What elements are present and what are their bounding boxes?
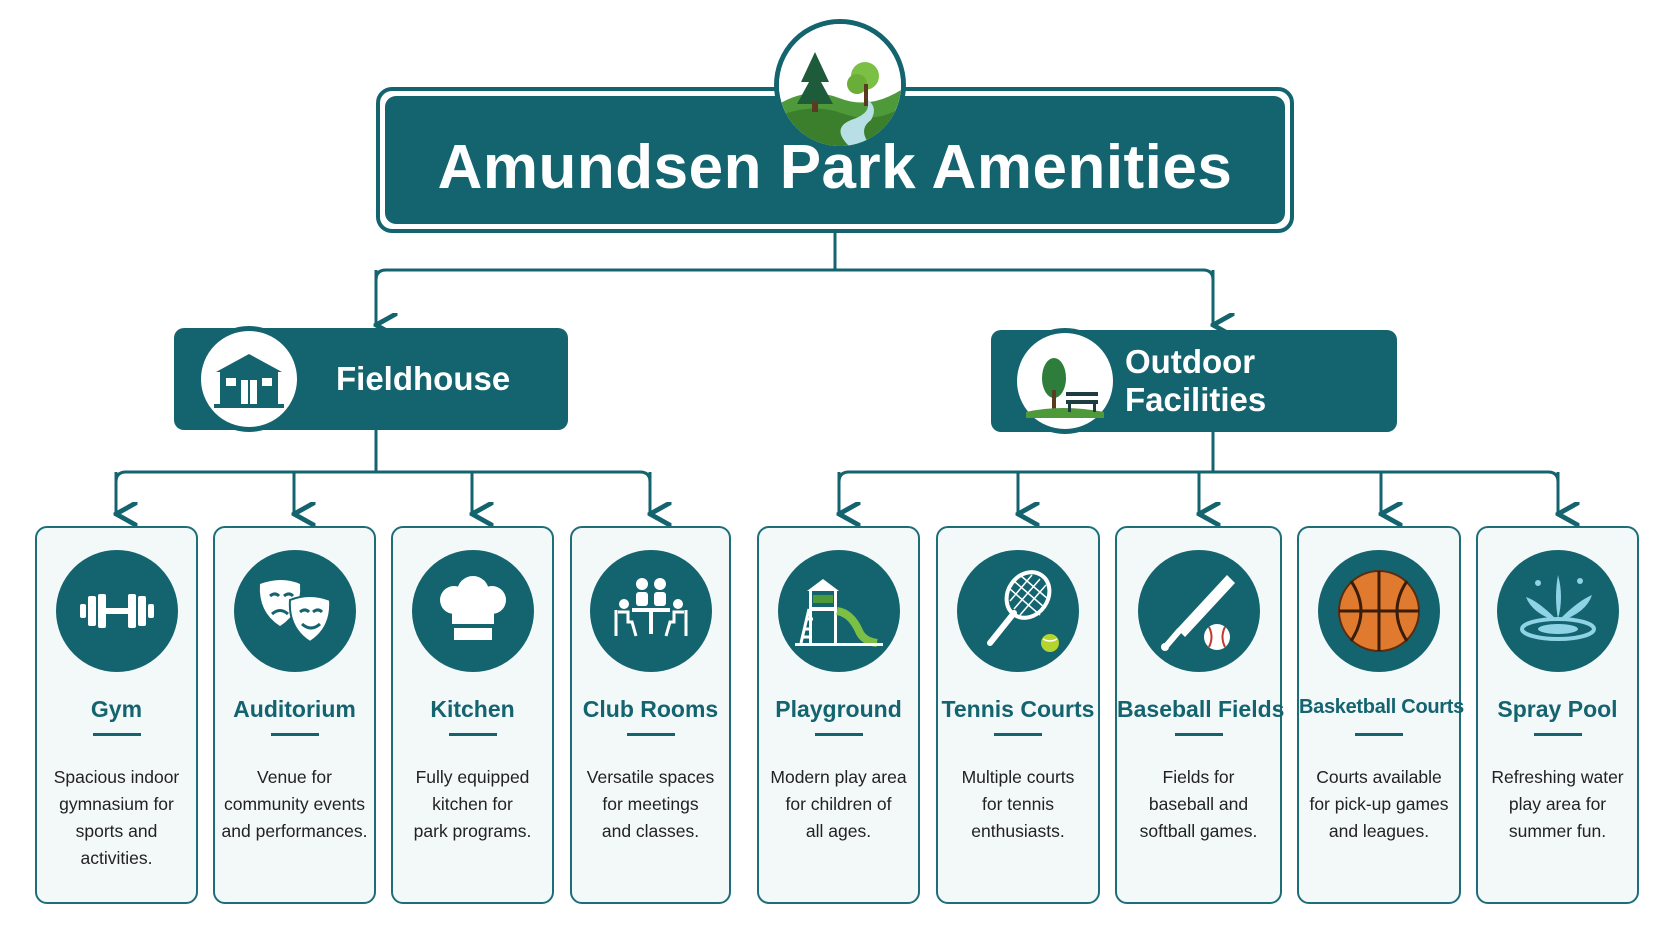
amenity-title: Baseball Fields bbox=[1117, 696, 1285, 722]
amenity-title: Basketball Courts bbox=[1299, 696, 1464, 718]
playground-slide-icon bbox=[777, 550, 900, 672]
title-underline bbox=[994, 733, 1042, 736]
amenity-title: Playground bbox=[775, 696, 902, 722]
title-underline bbox=[1174, 733, 1223, 736]
chef-hat-icon bbox=[411, 550, 534, 672]
dumbbell-icon bbox=[55, 550, 178, 672]
title-underline bbox=[1533, 733, 1582, 736]
water-splash-icon bbox=[1496, 550, 1619, 672]
tree-bench-icon bbox=[1012, 328, 1118, 434]
amenity-title: Auditorium bbox=[233, 696, 356, 722]
amenity-title: Gym bbox=[90, 696, 143, 722]
title-underline bbox=[92, 733, 141, 736]
park-landscape-icon bbox=[774, 19, 906, 151]
category-label-outdoor-facilities: Outdoor Facilities bbox=[1125, 343, 1267, 418]
category-label-fieldhouse: Fieldhouse bbox=[336, 360, 511, 397]
amenity-title: Club Rooms bbox=[582, 696, 719, 722]
title-underline bbox=[448, 733, 497, 736]
baseball-bat-icon bbox=[1137, 550, 1260, 672]
theater-masks-icon bbox=[233, 550, 356, 672]
title-underline bbox=[270, 733, 319, 736]
building-icon bbox=[196, 326, 302, 432]
amenity-title: Tennis Courts bbox=[941, 696, 1095, 722]
title-underline bbox=[814, 733, 863, 736]
basketball-icon bbox=[1318, 550, 1440, 672]
title-underline bbox=[1355, 733, 1403, 736]
title-underline bbox=[626, 733, 675, 736]
tennis-racket-icon bbox=[957, 550, 1079, 672]
title-banner-inner: Amundsen Park Amenities bbox=[385, 96, 1285, 224]
amenity-title: Spray Pool bbox=[1497, 696, 1618, 722]
amenity-title: Kitchen bbox=[430, 696, 515, 722]
meeting-table-icon bbox=[589, 550, 712, 672]
